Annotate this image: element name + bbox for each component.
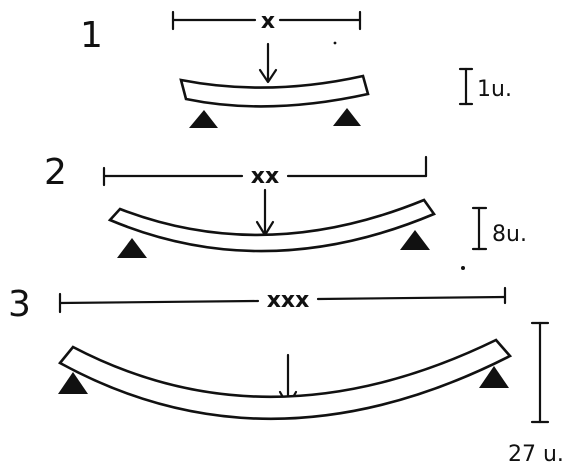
case-2-load-arrow [255, 188, 275, 237]
case-2-number: 2 [44, 152, 67, 193]
case-3-deflection-label: 27 u. [508, 442, 564, 465]
case-1-right-support [333, 108, 361, 126]
case-2: 2 xx 8u. [44, 152, 527, 258]
case-1-span-label: x [261, 9, 275, 34]
case-3: 3 xxx 27 u. [8, 284, 564, 465]
case-3-number: 3 [8, 284, 31, 325]
case-1-span-line [171, 10, 362, 31]
case-3-right-support [479, 366, 509, 388]
case-1-deflection-bar [458, 67, 474, 106]
case-2-right-support [400, 230, 430, 250]
case-2-deflection-label: 8u. [492, 222, 527, 247]
case-2-span-line [102, 155, 428, 187]
case-3-span-line [58, 286, 507, 314]
case-1: 1 x 1u. [80, 9, 512, 128]
case-2-beam [107, 198, 437, 253]
stray-dot-2 [461, 266, 465, 270]
case-3-beam [58, 338, 513, 421]
case-1-load-arrow [258, 42, 278, 84]
stray-dot [333, 41, 337, 45]
case-3-span-label: xxx [267, 288, 310, 313]
case-2-deflection-bar [471, 206, 488, 251]
case-2-span-label: xx [251, 164, 279, 189]
case-1-left-support [189, 110, 218, 128]
case-1-deflection-label: 1u. [477, 77, 512, 102]
case-2-left-support [117, 238, 147, 258]
case-1-number: 1 [80, 15, 103, 56]
case-3-deflection-bar [530, 321, 550, 424]
case-1-beam [179, 74, 370, 108]
case-3-left-support [58, 372, 88, 394]
